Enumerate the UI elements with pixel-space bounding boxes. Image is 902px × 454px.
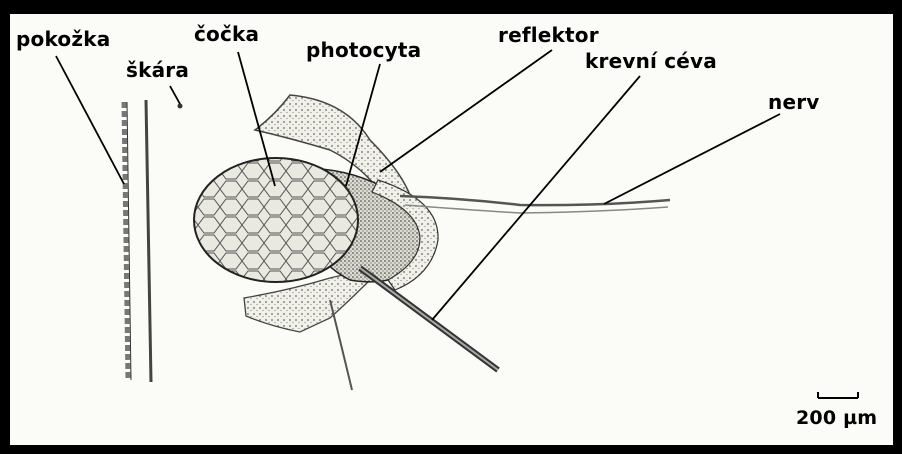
pointer-dermis	[170, 86, 180, 104]
frame-left	[0, 0, 10, 454]
tissue-strand	[330, 300, 352, 390]
label-photocyte: photocyta	[306, 40, 421, 60]
lens	[194, 158, 358, 282]
label-epidermis: pokožka	[16, 29, 110, 49]
label-blood-vessel: krevní céva	[585, 51, 717, 71]
tissue-lower	[244, 274, 372, 332]
label-nerve: nerv	[768, 92, 820, 112]
label-reflector: reflektor	[498, 25, 599, 45]
frame-bottom	[0, 445, 902, 454]
pointer-nerve	[604, 114, 780, 204]
epidermis-strip	[124, 102, 131, 380]
pointer-lines	[56, 50, 780, 320]
pointer-reflector	[380, 50, 552, 172]
dermis-dot	[178, 104, 183, 109]
dermis-line	[146, 100, 151, 382]
label-dermis: škára	[126, 60, 189, 80]
blood-vessel-core	[360, 268, 498, 370]
frame-right	[893, 0, 902, 454]
pointer-epidermis	[56, 56, 124, 184]
label-lens: čočka	[194, 24, 259, 44]
scale-bar	[818, 392, 858, 398]
nerve	[400, 196, 670, 205]
frame-top	[0, 0, 902, 14]
scale-bar-label: 200 µm	[796, 409, 877, 428]
